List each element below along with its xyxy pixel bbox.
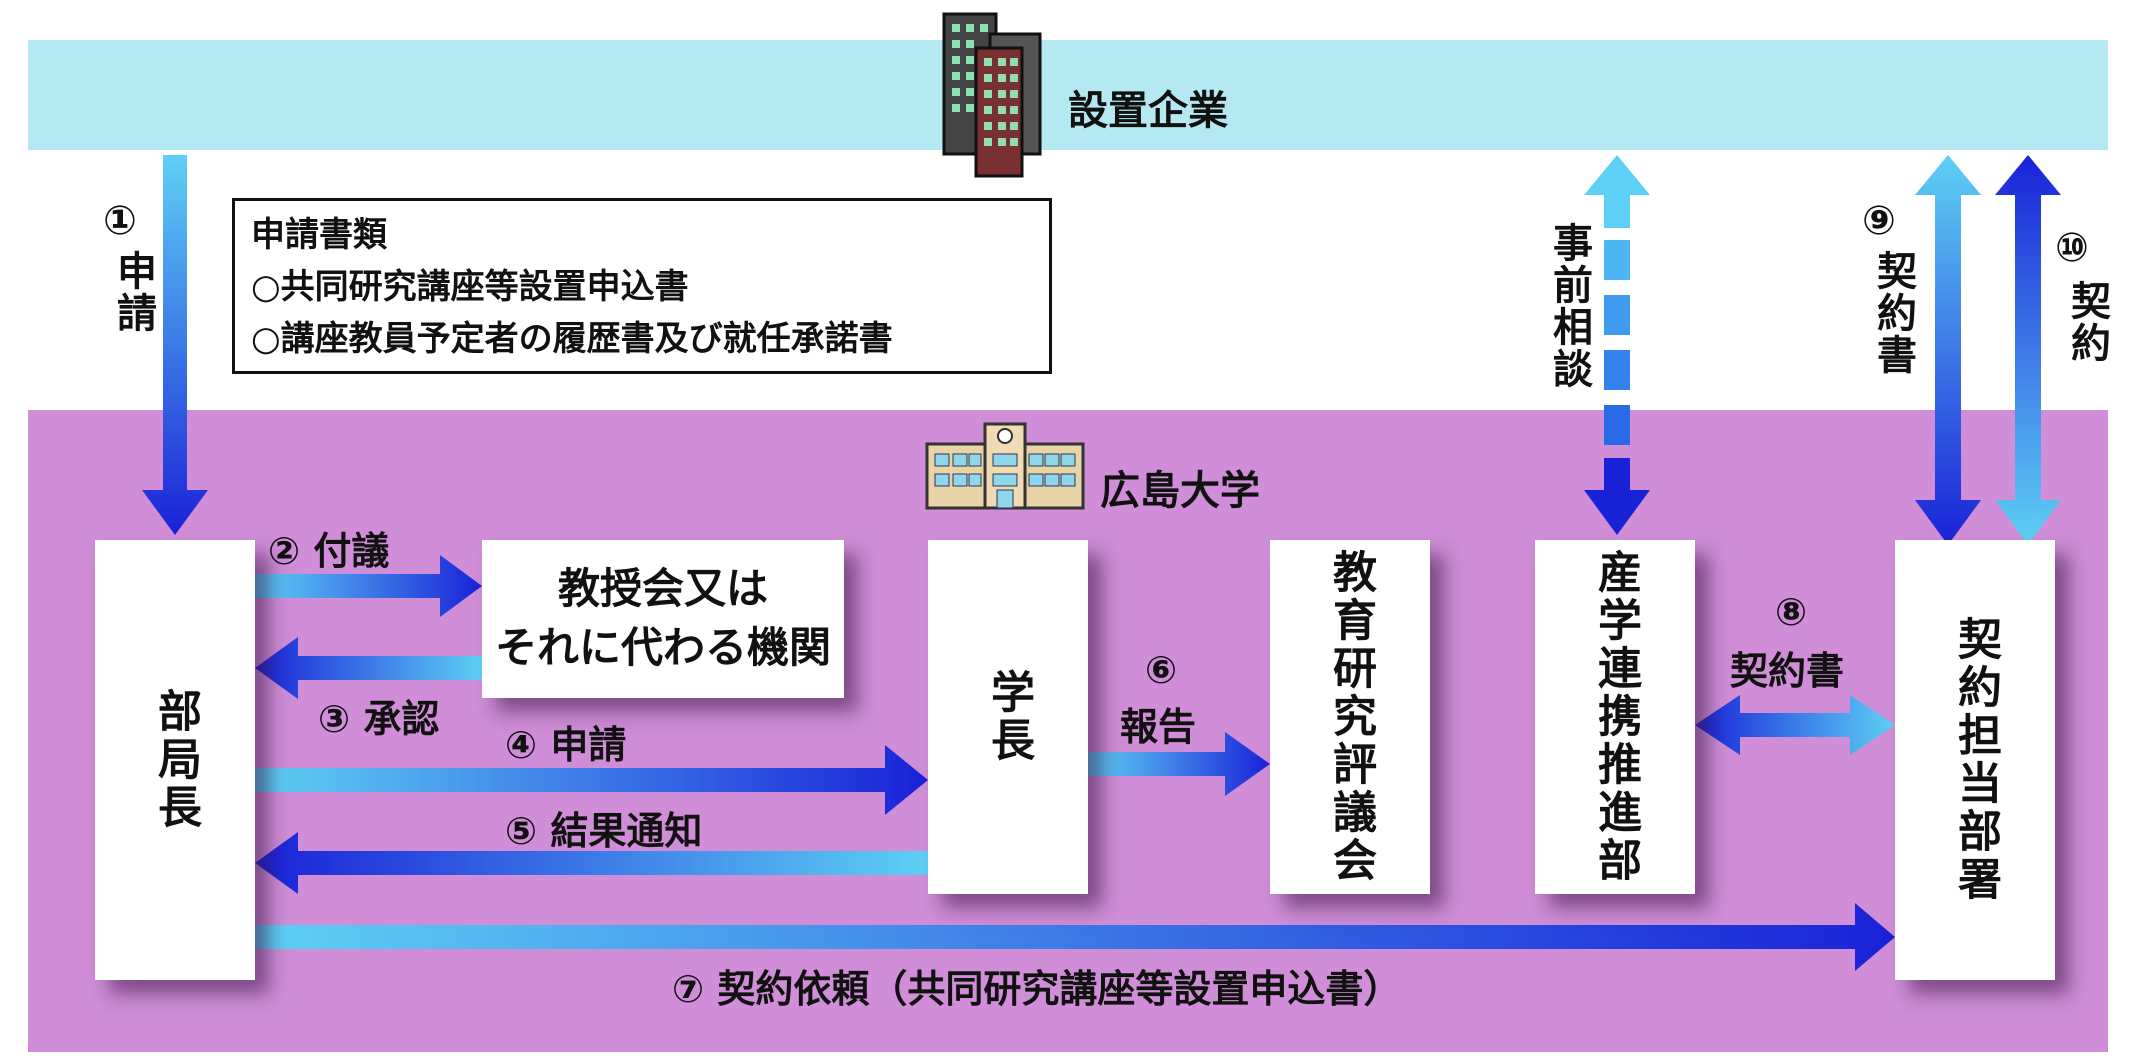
prior-consultation-label: 事前相談 bbox=[1546, 222, 1592, 390]
arrow-step6 bbox=[1088, 732, 1270, 796]
application-documents-box: 申請書類 ○共同研究講座等設置申込書 ○講座教員予定者の履歴書及び就任承諾書 bbox=[232, 198, 1052, 374]
president-label: 学長 bbox=[983, 669, 1034, 765]
university-label: 広島大学 bbox=[1100, 468, 1260, 514]
documents-item: ○共同研究講座等設置申込書 bbox=[251, 267, 689, 307]
industry-liaison-label: 産学連携推進部 bbox=[1590, 549, 1641, 885]
documents-item: ○講座教員予定者の履歴書及び就任承諾書 bbox=[251, 319, 893, 359]
industry-liaison-box: 産学連携推進部 bbox=[1535, 540, 1695, 894]
company-band bbox=[28, 40, 2108, 150]
step8-number: ⑧ bbox=[1775, 590, 1808, 634]
arrow-step10 bbox=[1995, 155, 2061, 545]
faculty-council-label: 教授会又は それに代わる機関 bbox=[494, 564, 831, 672]
step2-label: ② 付議 bbox=[268, 529, 390, 573]
step3-label: ③ 承認 bbox=[318, 697, 440, 741]
arrow-prior-bottom bbox=[1584, 458, 1650, 535]
step7-label: ⑦ 契約依頼（共同研究講座等設置申込書） bbox=[672, 967, 1402, 1011]
arrow-step9 bbox=[1915, 155, 1981, 545]
president-box: 学長 bbox=[928, 540, 1088, 894]
step9-number: ⑨ bbox=[1862, 198, 1896, 244]
step4-label: ④ 申請 bbox=[505, 723, 627, 767]
step5-label: ⑤ 結果通知 bbox=[505, 809, 703, 853]
step6-number: ⑥ bbox=[1145, 648, 1178, 692]
contract-dept-label: 契約担当部署 bbox=[1950, 616, 2001, 904]
arrow-prior-dashes bbox=[1604, 240, 1630, 445]
step1-number: ① bbox=[103, 198, 137, 244]
arrow-step5 bbox=[255, 832, 928, 894]
arrow-prior-top bbox=[1584, 155, 1650, 228]
research-council-label: 教育研究評議会 bbox=[1325, 549, 1376, 885]
university-building-icon bbox=[925, 422, 1085, 510]
arrow-step4 bbox=[255, 745, 928, 815]
arrow-step1 bbox=[142, 155, 208, 535]
arrow-step7 bbox=[255, 903, 1895, 971]
documents-title: 申請書類 bbox=[251, 215, 387, 255]
research-council-box: 教育研究評議会 bbox=[1270, 540, 1430, 894]
faculty-council-box: 教授会又は それに代わる機関 bbox=[482, 540, 844, 698]
company-label: 設置企業 bbox=[1068, 88, 1228, 134]
arrow-step8 bbox=[1695, 695, 1895, 755]
office-building-icon bbox=[942, 12, 1042, 178]
step1-label: 申請 bbox=[110, 250, 156, 334]
step8-label: 契約書 bbox=[1730, 649, 1845, 693]
step9-label: 契約書 bbox=[1870, 250, 1916, 376]
step6-label: 報告 bbox=[1120, 705, 1197, 749]
contract-dept-box: 契約担当部署 bbox=[1895, 540, 2055, 980]
arrow-step2 bbox=[255, 555, 482, 617]
step10-number: ⑩ bbox=[2055, 225, 2089, 271]
arrow-step3 bbox=[255, 637, 482, 699]
step10-label: 契約 bbox=[2064, 280, 2110, 364]
dept-head-box: 部局長 bbox=[95, 540, 255, 980]
dept-head-label: 部局長 bbox=[150, 688, 201, 832]
